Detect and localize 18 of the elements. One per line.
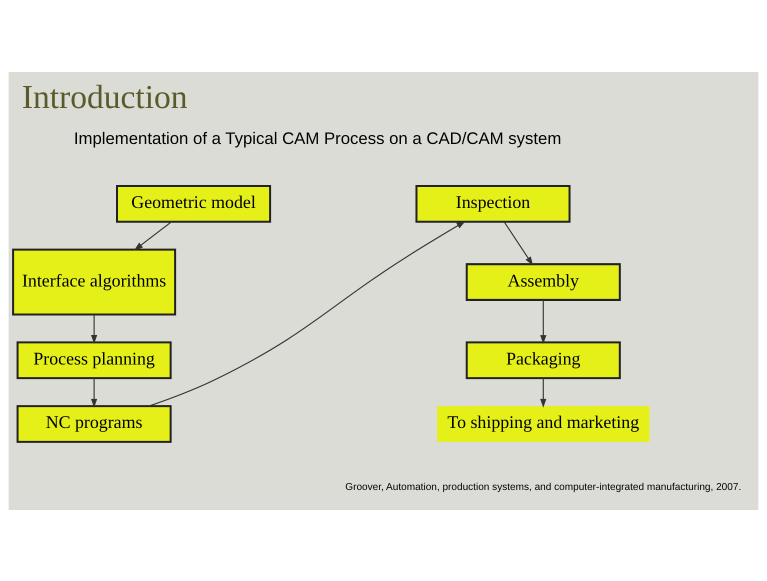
arrow bbox=[540, 300, 546, 344]
arrow bbox=[90, 314, 98, 344]
node-box: Interface algorithms bbox=[12, 248, 176, 315]
node-box: NC programs bbox=[16, 404, 172, 442]
label: Groover, Automation, production systems, and computer-integrated manufacturing, 2007. bbox=[345, 482, 742, 493]
node-box: Assembly bbox=[466, 262, 621, 300]
node-box: Inspection bbox=[415, 184, 571, 222]
label: Implementation of a Typical CAM Process on a CAD/CAM system bbox=[74, 128, 562, 148]
arrow bbox=[504, 221, 534, 266]
node-box: Geometric model bbox=[116, 184, 272, 222]
arrow bbox=[90, 378, 98, 408]
diagram-title: Introduction bbox=[22, 78, 188, 116]
node-box: Process planning bbox=[16, 340, 172, 379]
arrow bbox=[134, 220, 172, 250]
node-box: To shipping and marketing bbox=[437, 406, 650, 442]
arrow bbox=[540, 378, 546, 408]
arrow bbox=[148, 220, 466, 406]
node-box: Packaging bbox=[466, 340, 621, 379]
